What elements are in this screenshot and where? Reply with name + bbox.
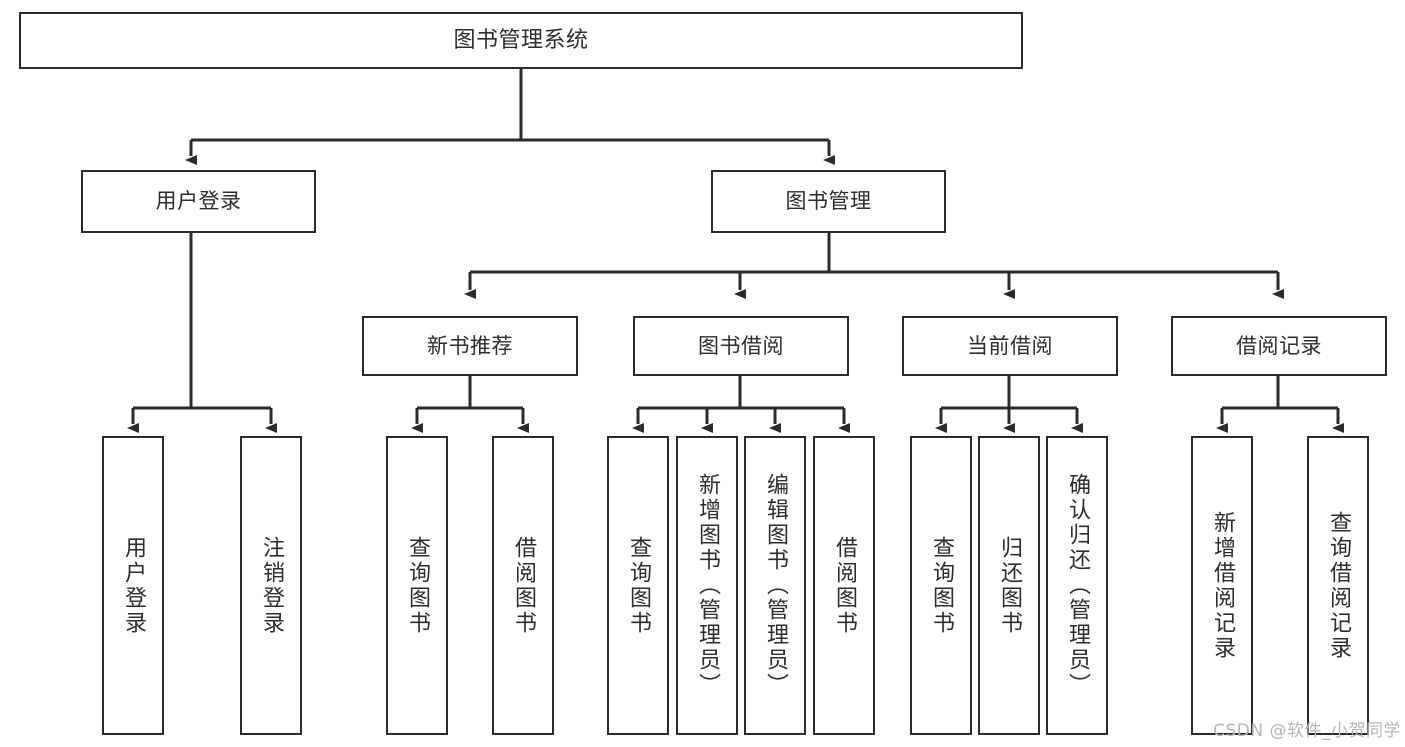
node-label: 用户登录 [155, 189, 242, 214]
leaf-new-book-query[interactable]: 查询图书 [386, 436, 448, 735]
leaf-user-login-login[interactable]: 用户登录 [102, 436, 164, 735]
node-label: 图书管理 [785, 189, 872, 214]
leaf-borrow-borrow-book[interactable]: 借阅图书 [813, 436, 875, 735]
node-label: 图书管理系统 [453, 27, 589, 53]
node-label: 编辑图书（管理员） [763, 473, 788, 698]
node-label: 新增图书（管理员） [695, 473, 720, 698]
edge-group-root [185, 69, 835, 165]
node-root-system[interactable]: 图书管理系统 [19, 12, 1023, 69]
edge-group-user-login [127, 233, 277, 433]
leaf-record-query[interactable]: 查询借阅记录 [1307, 436, 1369, 735]
node-label: 查询图书 [929, 535, 954, 636]
node-book-management[interactable]: 图书管理 [711, 170, 946, 233]
node-label: 归还图书 [997, 535, 1022, 636]
edge-group-new-book [411, 376, 529, 433]
node-label: 新书推荐 [427, 333, 513, 358]
node-current-borrow[interactable]: 当前借阅 [902, 316, 1118, 376]
node-borrow-record[interactable]: 借阅记录 [1171, 316, 1387, 376]
node-new-book-recommend[interactable]: 新书推荐 [362, 316, 578, 376]
edge-group-book-manage [464, 233, 1284, 299]
node-label: 新增借阅记录 [1210, 510, 1235, 661]
leaf-record-add[interactable]: 新增借阅记录 [1191, 436, 1253, 735]
node-label: 确认归还（管理员） [1065, 473, 1090, 698]
node-label: 借阅图书 [832, 535, 857, 636]
leaf-borrow-edit-book[interactable]: 编辑图书（管理员） [744, 436, 806, 735]
node-label: 查询图书 [405, 535, 430, 636]
leaf-borrow-query-book[interactable]: 查询图书 [607, 436, 669, 735]
leaf-current-confirm-return[interactable]: 确认归还（管理员） [1046, 436, 1108, 735]
node-label: 用户登录 [121, 535, 146, 636]
node-label: 当前借阅 [967, 333, 1053, 358]
leaf-new-book-borrow[interactable]: 借阅图书 [492, 436, 554, 735]
leaf-current-return-book[interactable]: 归还图书 [978, 436, 1040, 735]
node-label: 查询借阅记录 [1326, 510, 1351, 661]
edge-group-borrow [632, 376, 850, 433]
leaf-user-login-logout[interactable]: 注销登录 [240, 436, 302, 735]
leaf-current-query-book[interactable]: 查询图书 [910, 436, 972, 735]
node-label: 借阅图书 [511, 535, 536, 636]
edge-group-current-borrow [935, 376, 1083, 433]
node-label: 查询图书 [626, 535, 651, 636]
node-label: 图书借阅 [698, 333, 784, 358]
node-book-borrow[interactable]: 图书借阅 [633, 316, 849, 376]
node-label: 借阅记录 [1236, 333, 1322, 358]
node-label: 注销登录 [259, 535, 284, 636]
leaf-borrow-add-book[interactable]: 新增图书（管理员） [676, 436, 738, 735]
edge-group-borrow-record [1216, 376, 1344, 433]
node-user-login[interactable]: 用户登录 [81, 170, 316, 233]
